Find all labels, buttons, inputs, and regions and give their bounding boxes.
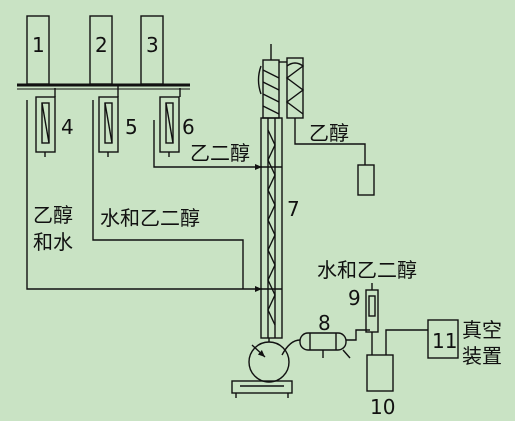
label-vacuum-1: 真空 bbox=[462, 318, 502, 342]
flowmeter-5 bbox=[98, 96, 119, 157]
label-num-1: 1 bbox=[32, 33, 45, 57]
label-num-4: 4 bbox=[61, 115, 74, 139]
glycol-feed-line bbox=[153, 120, 262, 170]
label-vacuum-2: 装置 bbox=[462, 344, 502, 368]
reboiler-to-exchanger-line bbox=[281, 339, 301, 356]
label-num-6: 6 bbox=[182, 115, 195, 139]
label-num-2: 2 bbox=[95, 33, 108, 57]
ethanol-outlet-line bbox=[294, 130, 366, 165]
exchanger-to-meter9-line bbox=[346, 329, 370, 341]
label-num-10: 10 bbox=[370, 395, 395, 419]
ethanol-receiver bbox=[357, 164, 375, 196]
label-num-9: 9 bbox=[348, 286, 361, 310]
label-water-glycol-left: 水和乙二醇 bbox=[100, 206, 200, 230]
water-glycol-feed-line bbox=[92, 100, 244, 289]
label-num-3: 3 bbox=[146, 33, 159, 57]
flowmeter-6 bbox=[159, 96, 180, 157]
heat-exchanger-8 bbox=[299, 332, 351, 359]
flowmeter-4 bbox=[35, 96, 56, 157]
receiver-10 bbox=[366, 354, 394, 392]
label-ethanol-outlet: 乙醇 bbox=[309, 121, 349, 145]
label-ethanol-water-1: 乙醇 bbox=[33, 203, 73, 227]
vacuum-device-11 bbox=[427, 319, 459, 359]
condenser-top bbox=[257, 44, 280, 119]
reflux-condenser bbox=[279, 57, 305, 130]
label-ethanol-water-2: 和水 bbox=[33, 230, 73, 254]
label-ethylene-glycol: 乙二醇 bbox=[190, 141, 250, 165]
receiver-to-vacuum-line bbox=[385, 329, 428, 355]
label-num-8: 8 bbox=[318, 311, 331, 335]
label-num-7: 7 bbox=[287, 197, 300, 221]
label-num-11: 11 bbox=[432, 329, 457, 353]
flowmeter-9 bbox=[365, 283, 379, 355]
distillation-column-7 bbox=[260, 117, 283, 339]
label-water-glycol-right: 水和乙二醇 bbox=[317, 258, 417, 282]
ethanol-water-feed-line bbox=[26, 100, 262, 292]
label-num-5: 5 bbox=[125, 115, 138, 139]
reboiler-flask bbox=[231, 338, 293, 398]
